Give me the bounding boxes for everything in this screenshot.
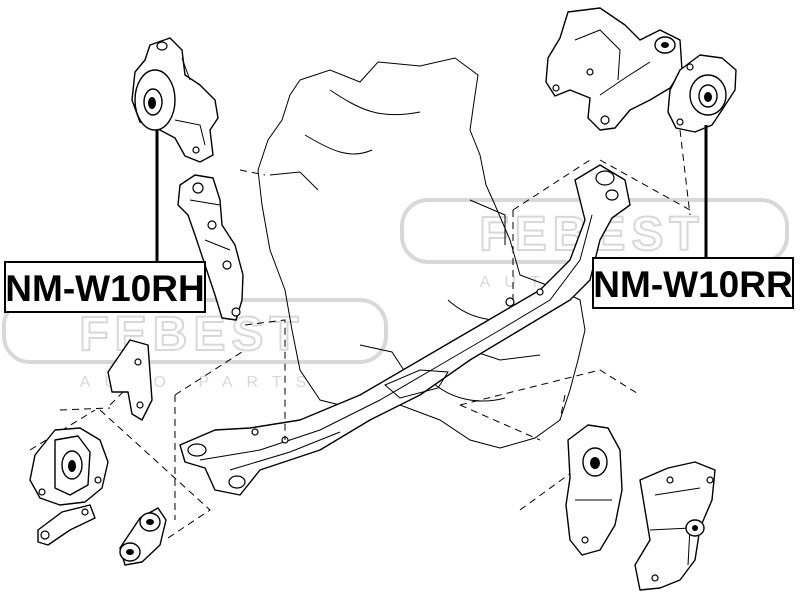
assembly-guide-lines	[29, 129, 691, 541]
upper-left-mount-bracket	[177, 174, 244, 321]
callout-right-label: NM-W10RR	[593, 264, 792, 305]
callout-left-box	[4, 261, 206, 313]
callout-left-label: NM-W10RH	[5, 268, 204, 309]
callout-right: NM-W10RR	[592, 125, 794, 309]
upper-left-engine-mount	[131, 37, 219, 163]
upper-right-mount-bracket	[545, 7, 683, 131]
lower-right-engine-mount	[565, 424, 623, 556]
lower-left-link-arm	[37, 504, 96, 546]
lower-left-engine-mount	[29, 427, 109, 506]
lower-left-torque-rod	[119, 507, 167, 566]
lower-right-mount-bracket	[634, 461, 716, 591]
callout-left: NM-W10RH	[4, 130, 206, 313]
watermark-left-brand: FEBEST	[79, 308, 304, 361]
upper-right-engine-mount	[667, 54, 737, 133]
lower-left-bracket-small	[107, 339, 153, 421]
callout-right-box	[592, 257, 794, 309]
watermark-left: FEBEST AUTO PARTS	[2, 298, 388, 391]
crossmember	[179, 164, 631, 496]
